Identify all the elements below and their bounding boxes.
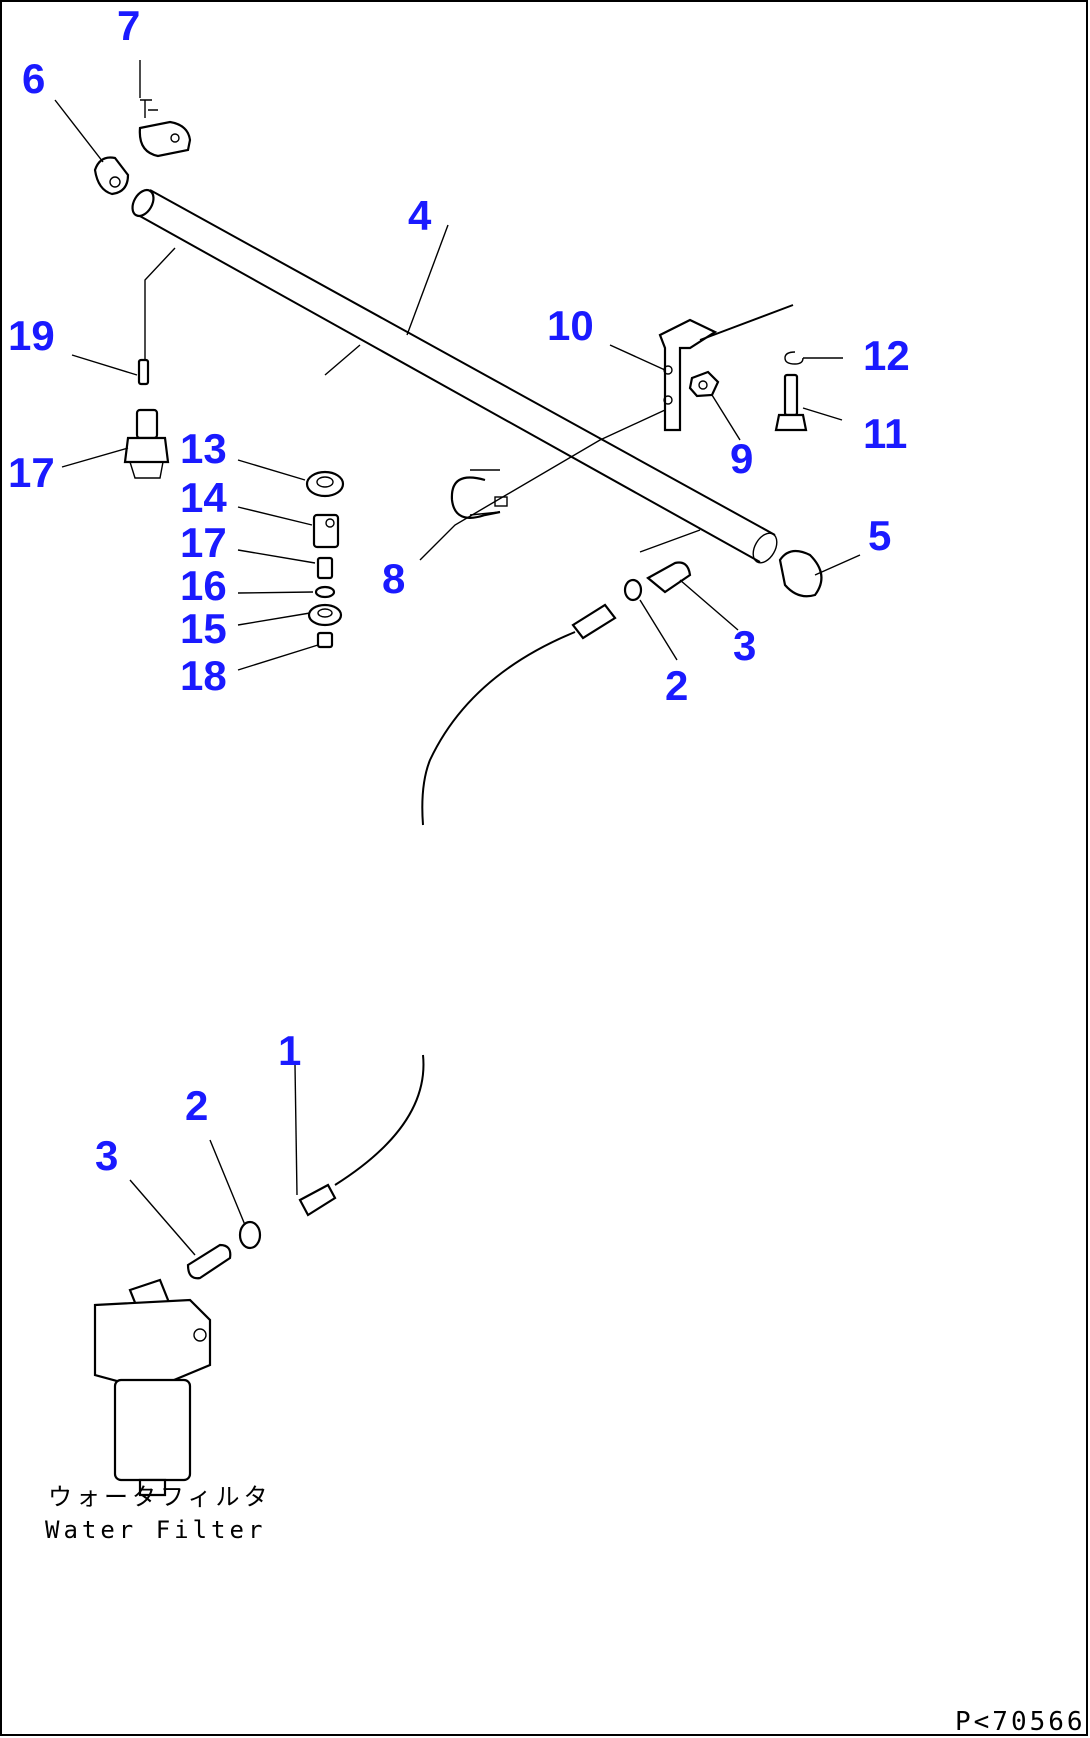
callout-1: 1 [278,1027,301,1074]
bracket-part-10 [658,304,794,432]
callout-15: 15 [180,605,227,652]
pipe-part-4 [131,188,778,564]
washer-part-12 [784,351,804,365]
callout-16: 16 [180,562,227,609]
caption-japanese: ウォータフィルタ [48,1483,272,1511]
callout-9: 9 [730,435,753,482]
elbow-part-6 [93,156,130,196]
callout-14: 14 [180,474,227,521]
u-bolt-part-8 [450,469,508,519]
callout-3-upper: 3 [733,622,756,669]
stack-part-15 [307,603,343,627]
leader-lines [54,60,861,1256]
cap-part-5 [778,549,823,598]
fitting-part-7 [138,99,192,158]
stack-part-13 [305,470,345,498]
callout-17-left: 17 [8,449,55,496]
callout-17-stack: 17 [180,519,227,566]
hose-fitting-lower [186,1183,337,1280]
callout-2-lower: 2 [185,1082,208,1129]
stack-part-18 [316,631,334,649]
bolt-part-11 [774,373,808,432]
caption-english: Water Filter [45,1516,266,1544]
callout-2-upper: 2 [665,662,688,709]
callout-18: 18 [180,652,227,699]
callout-13: 13 [180,425,227,472]
callout-19: 19 [8,312,55,359]
callout-12: 12 [863,332,910,379]
nut-part-9 [688,370,720,398]
callout-10: 10 [547,302,594,349]
hose-fitting-upper [571,561,692,640]
callout-3-lower: 3 [95,1132,118,1179]
stack-part-14 [312,513,340,549]
pin-part-19 [137,358,150,386]
callout-4: 4 [408,192,432,239]
drawing-code: P<70566 [955,1707,1086,1737]
callout-8: 8 [382,555,405,602]
stack-part-16 [314,585,336,599]
fitting-part-17-left [123,408,170,479]
callout-11: 11 [863,410,907,457]
callout-7: 7 [117,2,140,49]
callout-6: 6 [22,55,45,102]
callout-5: 5 [868,512,891,559]
hose-line [334,631,576,1186]
stack-part-17 [316,556,334,580]
water-filter [93,1278,212,1497]
